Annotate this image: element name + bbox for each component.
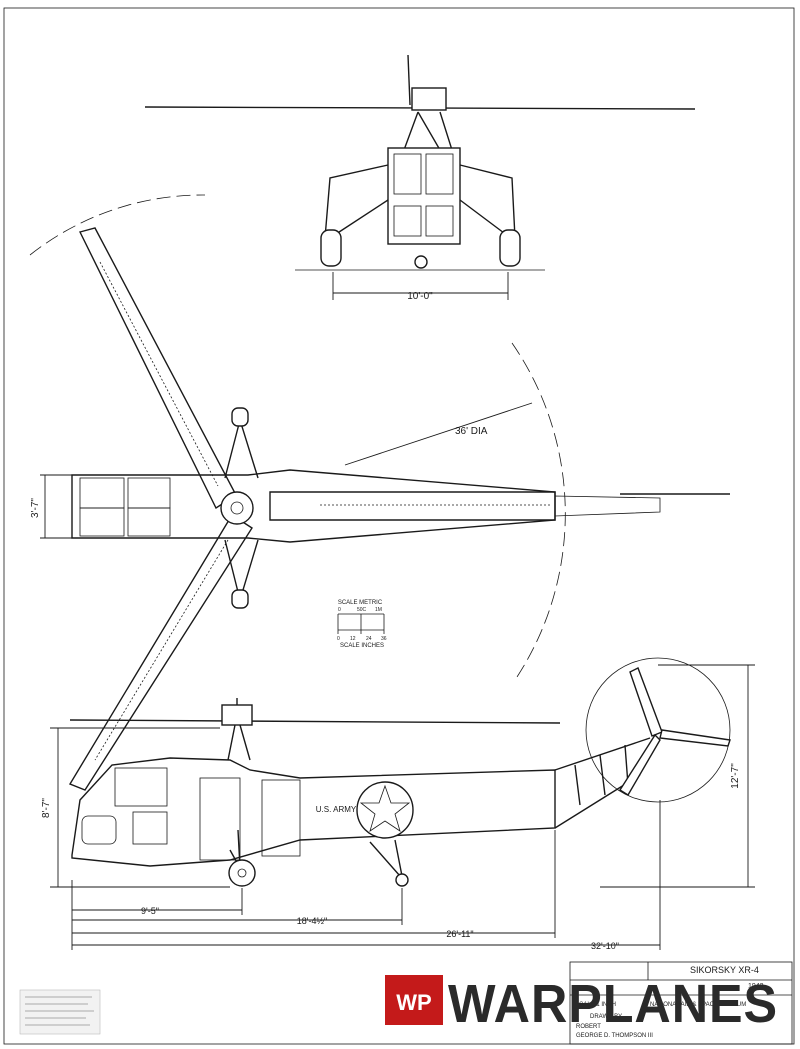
side-view: U.S. ARMY 8'-7" 12'-7" 9'-5" 18'-4½ — [41, 657, 755, 951]
star-insignia-star — [359, 784, 411, 832]
side-fuselage — [71, 757, 556, 867]
top-window — [79, 477, 125, 509]
scale-inch-tick: 0 — [337, 636, 340, 642]
tail-rotor-blade — [659, 729, 731, 747]
dim-b-label: 18'-4½" — [297, 916, 327, 926]
scale-metric-tick: 0 — [338, 607, 341, 613]
scale-metric-tick: 50C — [357, 607, 367, 613]
tail-rotor-blade — [619, 733, 661, 796]
top-window — [127, 507, 171, 537]
scale-inch-tick: 24 — [366, 636, 372, 642]
front-width-label: 10'-0" — [407, 291, 433, 302]
scale-inch-tick: 36 — [381, 636, 387, 642]
tail-height-label: 12'-7" — [730, 763, 741, 789]
side-window — [114, 767, 168, 807]
tail-rotor-disc — [585, 657, 731, 803]
side-tail-wheel — [395, 873, 409, 887]
drafter-name-2: GEORGE D. THOMPSON III — [576, 1033, 653, 1039]
tail-rotor-blade — [629, 667, 663, 737]
dim-d-label: 32'-10" — [591, 941, 619, 951]
notes-block — [19, 989, 101, 1035]
side-pylon — [227, 724, 251, 761]
side-rotor-blade — [69, 719, 561, 724]
side-tail-truss — [554, 737, 651, 829]
title-block-frame — [569, 961, 793, 1045]
top-tail-boom — [554, 495, 661, 517]
front-window-left — [393, 153, 422, 195]
top-rotor-hub — [220, 491, 254, 525]
scale-note: SCALE 1 INCH — [575, 1002, 616, 1008]
dim-c-label: 26'-11" — [446, 929, 473, 939]
warplanes-logo — [385, 975, 443, 1025]
side-main-wheel-hub — [237, 868, 247, 878]
scale-metric-label: SCALE METRIC — [338, 600, 383, 606]
top-window — [127, 477, 171, 509]
top-wheel-lower — [231, 589, 249, 609]
dim-line-rotor-diameter — [344, 402, 533, 466]
scale-inch-tick: 12 — [350, 636, 356, 642]
top-view: 36' DIA 3'-7" — [29, 194, 730, 791]
sheet-border — [3, 7, 795, 1045]
star-insignia-roundel — [356, 781, 414, 839]
army-marking: U.S. ARMY — [316, 805, 357, 814]
front-window-lower-right — [425, 205, 454, 237]
aircraft-name: SIKORSKY XR-4 — [690, 965, 759, 975]
blade-ribs — [94, 539, 229, 761]
top-wheel-upper — [231, 407, 249, 427]
rotor-arc-upper — [29, 194, 206, 256]
drafter-name-1: ROBERT — [576, 1024, 601, 1030]
top-window — [79, 507, 125, 537]
rotor-arc-right — [511, 342, 566, 681]
warplanes-brand-text: WARPLANES — [448, 974, 778, 1034]
front-rotor-hub — [411, 87, 447, 111]
dim-a-label: 9'-5" — [141, 906, 159, 916]
side-main-wheel — [228, 859, 256, 887]
front-cabin — [387, 147, 461, 245]
rotor-blade-tail — [269, 491, 556, 521]
side-tail-wheel-strut — [369, 839, 403, 877]
side-nose-window — [81, 815, 117, 845]
aircraft-year: 1942 — [748, 983, 764, 990]
top-fuselage — [71, 469, 556, 543]
front-wheel-right — [499, 229, 521, 267]
side-hatch — [261, 779, 301, 857]
rotor-diameter-label: 36' DIA — [455, 426, 488, 437]
front-landing-struts — [324, 164, 516, 239]
warplanes-logo-mark: WP — [396, 990, 431, 1015]
front-window-lower-left — [393, 205, 422, 237]
cabin-width-label: 3'-7" — [30, 498, 41, 518]
front-wheel-left — [320, 229, 342, 267]
front-window-right — [425, 153, 454, 195]
scale-bar: SCALE METRIC 0 50C 1M 0 12 24 36 SCALE I… — [337, 600, 387, 649]
front-pylon — [403, 111, 453, 151]
side-door-window — [132, 811, 168, 845]
top-rotor-hub-center — [230, 501, 244, 515]
rotor-blade-upper — [78, 227, 237, 510]
front-nose-wheel — [414, 255, 428, 269]
title-block: SIKORSKY XR-4 1942 SCALE 1 INCH NATIONAL… — [569, 961, 793, 1045]
side-panel — [199, 777, 241, 861]
scale-inch-label: SCALE INCHES — [340, 643, 384, 649]
scale-metric-tick: 1M — [375, 607, 382, 613]
warplanes-watermark: WP WARPLANES — [385, 974, 778, 1034]
side-rotor-hub — [221, 704, 253, 726]
museum-name: NATIONAL AIR & SPACE MUSEUM — [650, 1002, 746, 1008]
rotor-blade-lower — [68, 514, 253, 791]
height-label: 8'-7" — [41, 798, 52, 818]
front-rotor-blade-vertical — [407, 54, 411, 106]
drawn-by: DRAWN BY — [590, 1014, 622, 1020]
front-view: 10'-0" — [144, 54, 696, 302]
